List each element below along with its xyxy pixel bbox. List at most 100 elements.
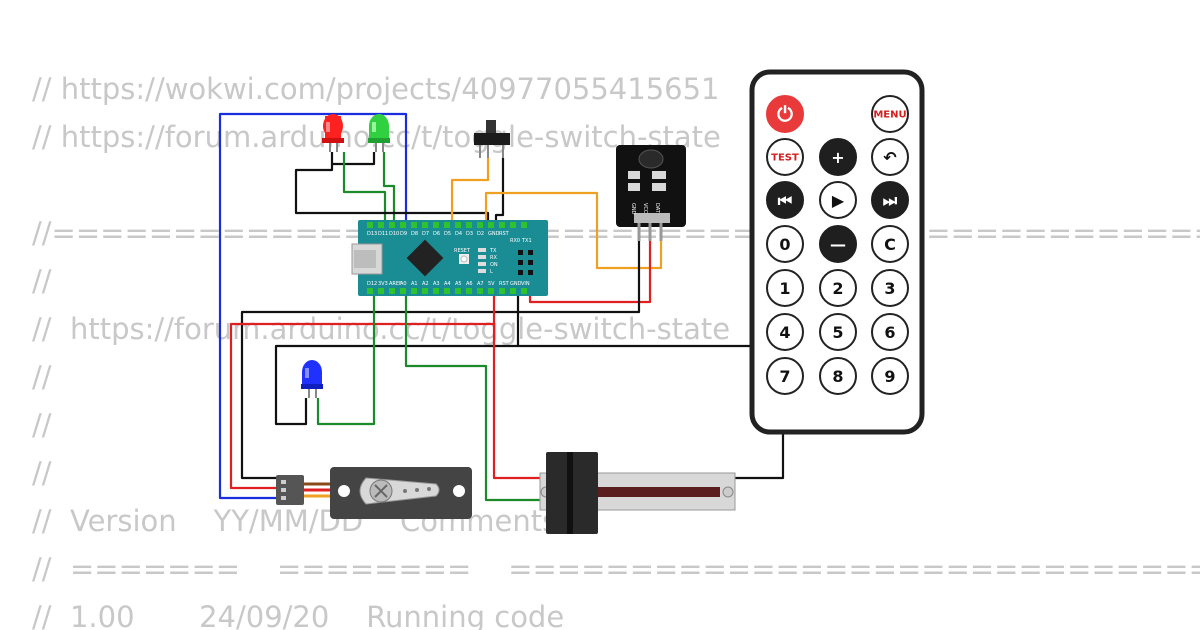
remote-button-minus[interactable]: —	[819, 225, 857, 263]
code-line: // https://forum.arduino.cc/t/toggle-swi…	[32, 120, 721, 154]
code-line: // https://forum.arduino.cc/t/toggle-swi…	[32, 312, 731, 346]
pin-label: VIN	[521, 281, 530, 287]
led-label: TX	[489, 248, 497, 254]
ir-pin-label: VCC	[642, 203, 648, 214]
bottom-pin-header	[367, 288, 527, 294]
wire-red[interactable]	[492, 324, 540, 480]
wire-orange[interactable]	[450, 158, 490, 222]
remote-button-eight[interactable]: 8	[819, 357, 857, 395]
remote-button-label: 4	[779, 323, 790, 342]
remote-button-back[interactable]: ↶	[871, 138, 909, 176]
led-label: RX	[490, 255, 497, 261]
remote-button-test[interactable]: TEST	[766, 138, 804, 176]
pin-label: D5	[444, 231, 451, 237]
remote-button-label: 3	[884, 279, 895, 298]
pin-label: D3	[466, 231, 473, 237]
remote-button-label: TEST	[771, 153, 799, 164]
remote-button-two[interactable]: 2	[819, 269, 857, 307]
remote-button-label: ⏻	[777, 102, 793, 126]
remote-button-label: C	[884, 235, 896, 254]
pin-label: D2	[477, 231, 484, 237]
wires	[218, 112, 785, 502]
pin-label: D6	[433, 231, 440, 237]
pin-label: D7	[422, 231, 429, 237]
remote-button-label: MENU	[873, 110, 906, 121]
arduino-nano-board[interactable]: D13 D11 D10 D9 D8 D7 D6 D5 D4 D3 D2 GND …	[351, 220, 548, 296]
wire-green[interactable]	[342, 152, 387, 222]
icsp-header	[518, 250, 533, 275]
remote-button-label: 8	[832, 367, 843, 386]
remote-button-seven[interactable]: 7	[766, 357, 804, 395]
code-line: // https://wokwi.com/projects/4097705541…	[32, 72, 720, 106]
remote-button-play[interactable]: ▶	[819, 181, 857, 219]
remote-button-menu[interactable]: MENU	[871, 95, 909, 133]
remote-button-label: ⏮	[778, 191, 792, 210]
wire-green[interactable]	[382, 152, 396, 222]
remote-button-six[interactable]: 6	[871, 313, 909, 351]
slide-potentiometer[interactable]	[539, 452, 736, 534]
code-line: // 1.00 24/09/20 Running code	[32, 600, 565, 630]
remote-button-plus[interactable]: +	[819, 138, 857, 176]
led-green[interactable]	[368, 114, 390, 152]
code-line: //	[32, 360, 52, 394]
pin-label: RX0	[510, 238, 520, 244]
wire-black[interactable]	[364, 211, 490, 222]
pin-label: D8	[411, 231, 418, 237]
slide-switch[interactable]	[474, 120, 510, 158]
pin-label: D9	[400, 231, 407, 237]
pin-label: GND	[488, 231, 500, 237]
wire-black[interactable]	[294, 152, 364, 215]
pin-label: A3	[433, 281, 440, 287]
pin-label: D12	[367, 281, 377, 287]
code-line: // ======= ======== ====================…	[32, 552, 1200, 586]
remote-button-four[interactable]: 4	[766, 313, 804, 351]
wire-green[interactable]	[316, 290, 376, 426]
pin-label: GND	[510, 281, 522, 287]
led-label: L	[490, 269, 493, 275]
remote-button-label: 5	[832, 323, 843, 342]
pin-label: TX1	[521, 238, 532, 244]
microcontroller-chip	[406, 239, 444, 277]
remote-button-three[interactable]: 3	[871, 269, 909, 307]
pin-label: D11	[378, 231, 388, 237]
pin-label: 3V3	[378, 281, 388, 287]
pin-label: A7	[477, 281, 484, 287]
pin-label: RST	[499, 231, 510, 237]
wire-black[interactable]	[516, 290, 785, 480]
wire-blue[interactable]	[218, 112, 408, 500]
status-leds	[478, 248, 486, 252]
ir-receiver[interactable]: GND VCC DAT	[616, 145, 686, 241]
wire-red[interactable]	[229, 290, 496, 490]
remote-button-prev[interactable]: ⏮	[766, 181, 804, 219]
wire-black[interactable]	[494, 158, 505, 222]
reset-label: RESET	[454, 248, 471, 254]
remote-button-nine[interactable]: 9	[871, 357, 909, 395]
led-blue[interactable]	[301, 360, 323, 398]
wire-black[interactable]	[274, 344, 518, 426]
servo-motor[interactable]	[276, 467, 472, 519]
remote-button-five[interactable]: 5	[819, 313, 857, 351]
wire-black[interactable]	[240, 240, 641, 480]
remote-button-one[interactable]: 1	[766, 269, 804, 307]
code-line: //	[32, 264, 52, 298]
code-line: //	[32, 408, 52, 442]
remote-button-power[interactable]: ⏻	[766, 95, 804, 133]
remote-button-zero[interactable]: 0	[766, 225, 804, 263]
wire-orange[interactable]	[484, 191, 663, 270]
pin-label: AREF	[389, 281, 402, 287]
led-label: ON	[490, 262, 498, 268]
wire-black[interactable]	[332, 152, 376, 166]
remote-button-label: 0	[779, 235, 790, 254]
led-red[interactable]	[322, 114, 344, 152]
remote-button-label: 7	[779, 367, 790, 386]
top-pin-header	[367, 222, 527, 228]
pin-label: D13	[367, 231, 377, 237]
remote-button-label: ▶	[832, 191, 845, 210]
remote-button-next[interactable]: ⏭	[871, 181, 909, 219]
remote-button-c[interactable]: C	[871, 225, 909, 263]
remote-button-label: ↶	[883, 148, 897, 167]
wire-green[interactable]	[404, 290, 540, 502]
pin-label: D4	[455, 231, 462, 237]
